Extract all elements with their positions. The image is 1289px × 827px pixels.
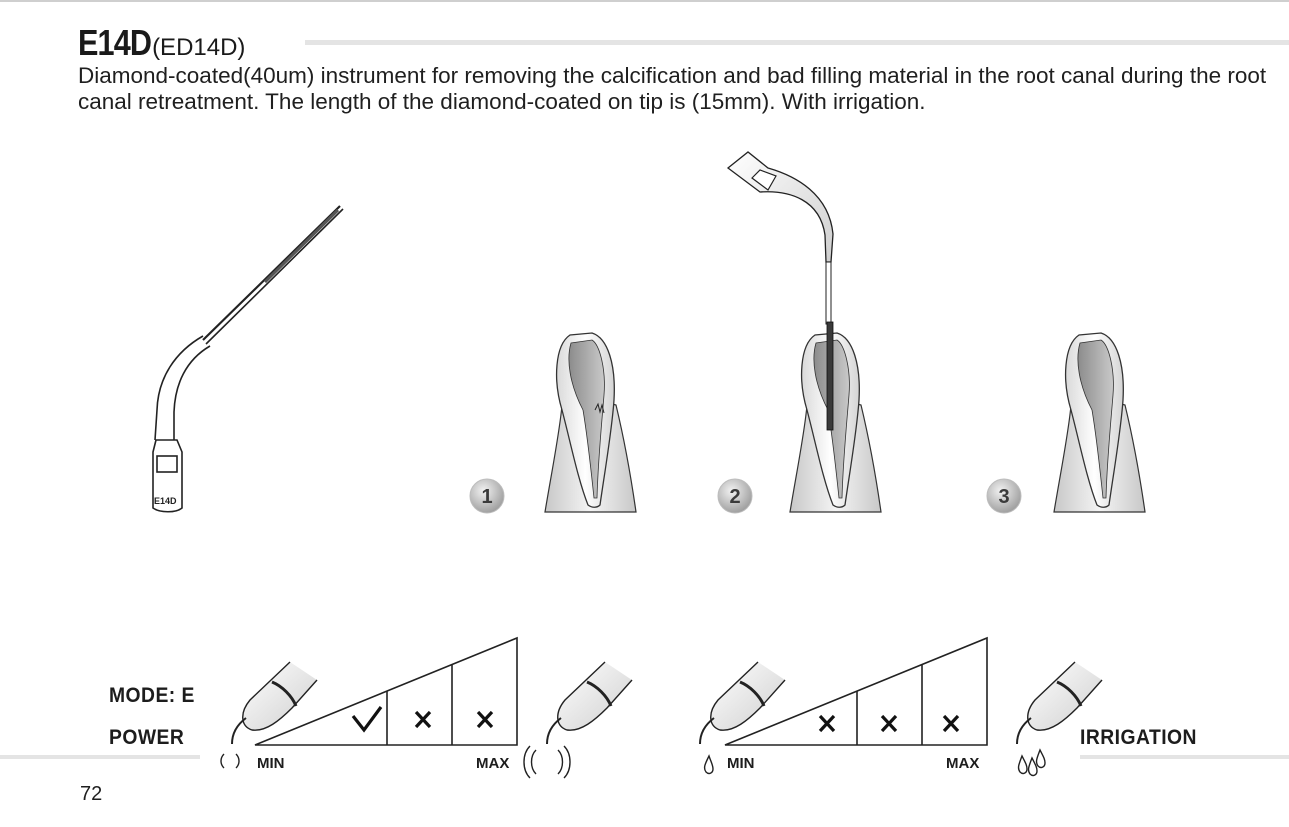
tooth-step-1 [544,332,637,513]
step-badge-1: 1 [469,478,505,514]
tip-description: Diamond-coated(40um) instrument for remo… [78,63,1267,114]
svg-text:1: 1 [481,486,492,508]
power-label: POWER [109,726,185,749]
handpiece-max-power-icon [523,661,633,779]
handpiece-min-power-icon [220,661,318,769]
step-badge-3: 3 [986,478,1022,514]
mode-label: MODE: E [109,684,195,707]
power-max-label: MAX [476,755,510,772]
page-title: E14D(ED14D) [78,22,245,64]
irrigation-level-3-cross [942,714,960,733]
power-level-3-cross [476,710,494,729]
power-level-2-cross [414,710,432,729]
top-border [0,0,1289,2]
svg-text:2: 2 [729,486,740,508]
tooth-step-3 [1053,332,1146,513]
instrument-engraving: E14D [154,496,177,506]
irrigation-level-1-cross [818,714,836,733]
tip-alt-code: (ED14D) [152,34,246,61]
irrigation-scale [724,636,988,746]
instrument-tip-illustration [152,205,344,513]
irrigation-min-label: MIN [727,755,755,772]
power-scale [254,636,518,746]
title-rule [305,40,1289,45]
irrigation-label: IRRIGATION [1080,726,1197,749]
svg-text:3: 3 [998,486,1009,508]
irrigation-level-2-cross [880,714,898,733]
bottom-rule-right [1080,755,1289,759]
power-min-label: MIN [257,755,285,772]
handpiece-min-irrigation-icon [699,661,786,775]
handpiece-max-irrigation-icon [1016,661,1103,777]
page-number: 72 [80,783,103,805]
power-level-1-check [351,706,383,733]
tip-code: E14D [78,22,152,63]
tooth-step-2 [726,151,882,513]
step-badge-2: 2 [717,478,753,514]
bottom-rule-left [0,755,200,759]
irrigation-max-label: MAX [946,755,980,772]
